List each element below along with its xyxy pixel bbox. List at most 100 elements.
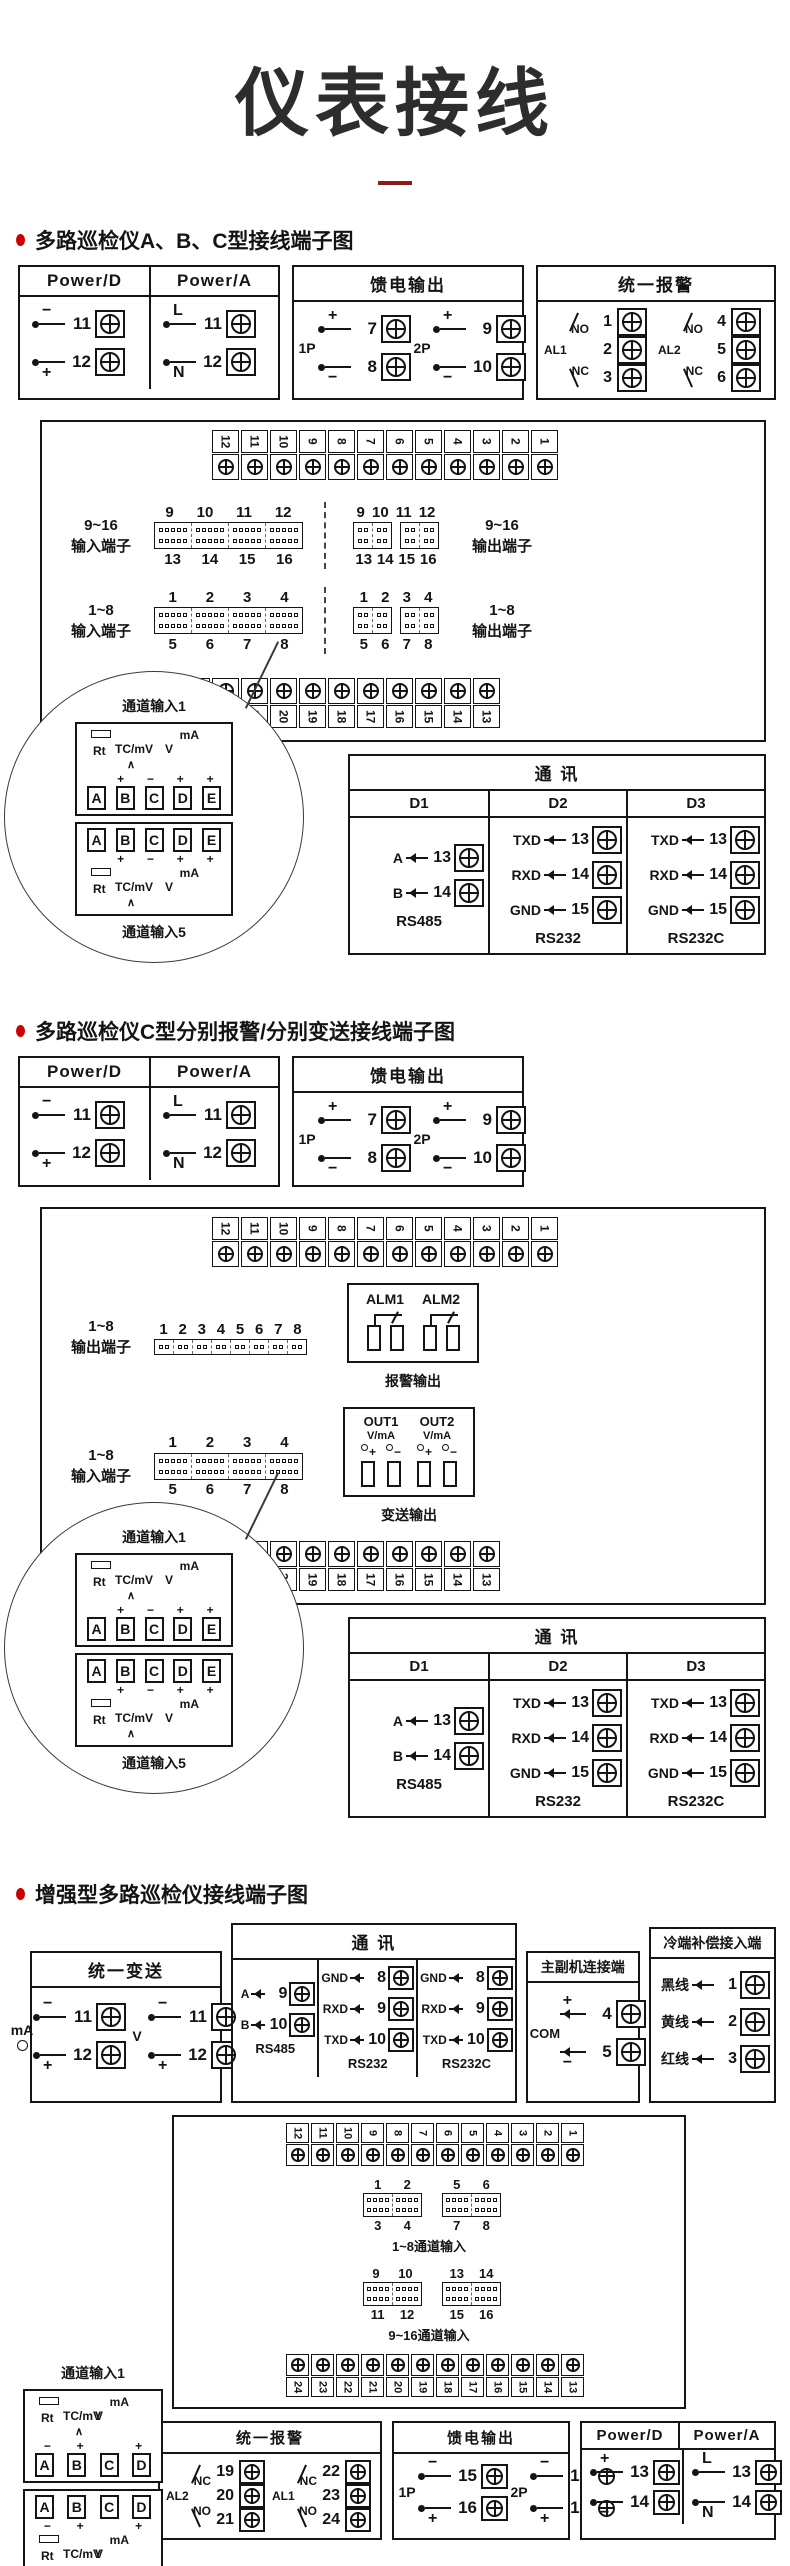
strip-terminal: 18 — [328, 1541, 355, 1591]
wire-dot — [418, 2472, 425, 2480]
terminal-row: 24 — [318, 2508, 371, 2532]
terminal-row: −10 — [433, 1141, 526, 1177]
strip-terminal: 6 — [436, 2123, 459, 2166]
strip-terminal: 8 — [386, 2123, 409, 2166]
arrow-left-icon — [251, 2019, 266, 2030]
terminal-row: 21 — [212, 2508, 265, 2532]
screw-terminal-icon — [246, 459, 263, 475]
screw-terminal-icon — [735, 1693, 755, 1713]
terminal-clamp — [617, 308, 647, 336]
terminal-row: −15 — [418, 2454, 508, 2490]
terminal-clamp — [502, 454, 529, 480]
wire-line: N — [699, 2501, 725, 2521]
screw-terminal-icon — [315, 2148, 330, 2162]
wire-arrow-line: + — [559, 1992, 586, 2019]
terminal-clamp — [381, 353, 411, 381]
strip-terminal: 15 — [415, 1541, 442, 1591]
terminal-clamp — [239, 2460, 265, 2484]
wire-dot — [318, 325, 325, 333]
screw-terminal-icon — [736, 368, 756, 388]
wire-dot — [590, 2468, 597, 2476]
strip-terminal: 13 — [561, 2354, 584, 2397]
strip-terminal: 14 — [444, 1541, 471, 1591]
screw-terminal-icon — [501, 1110, 521, 1130]
strip-terminal: 19 — [299, 678, 326, 728]
screw-terminal-icon — [393, 1970, 410, 1986]
terminal-clamp — [454, 878, 484, 907]
screw-terminal-icon — [459, 847, 479, 868]
terminal-clamp — [730, 1689, 760, 1717]
channel-terminal: C — [144, 828, 164, 852]
unified-alarm-title: 统一报警 — [538, 267, 774, 302]
wire-line: + — [597, 2450, 623, 2473]
arrow-left-icon — [544, 1768, 566, 1778]
screw-terminal-icon — [362, 1246, 379, 1262]
screw-terminal-icon — [478, 1546, 495, 1562]
terminal-clamp — [755, 2489, 782, 2515]
screw-terminal-icon — [478, 459, 495, 475]
thermocouple-junction-icon: ∧ — [127, 1590, 136, 1602]
terminal-clamp — [328, 454, 355, 480]
terminal-clamp — [96, 2003, 126, 2031]
screw-terminal-icon — [365, 2358, 380, 2372]
strip-terminal: 6 — [386, 430, 413, 480]
channel-terminal: D — [173, 786, 193, 810]
terminal-clamp — [561, 2144, 584, 2166]
terminal-clamp — [496, 1144, 526, 1172]
screw-terminal-icon — [386, 1110, 406, 1130]
terminal-clamp — [381, 1144, 411, 1172]
terminal-clamp — [270, 1241, 297, 1267]
terminal-clamp — [561, 2354, 584, 2376]
terminal-row: +4 — [559, 1992, 646, 2031]
screw-terminal-icon — [597, 1763, 617, 1783]
feed-group-1p: 1P −15 +16 — [396, 2454, 508, 2527]
arrow-left-icon — [544, 1733, 566, 1743]
screw-terminal-icon — [465, 2358, 480, 2372]
strip-terminal: 24 — [286, 2354, 309, 2397]
terminal-clamp — [95, 348, 125, 376]
screw-terminal-icon — [565, 2358, 580, 2372]
terminal-clamp — [211, 2041, 241, 2069]
screw-terminal-icon — [760, 2463, 777, 2481]
screw-terminal-icon — [449, 1546, 466, 1562]
screw-terminal-icon — [415, 2148, 430, 2162]
strip-terminal: 11 — [311, 2123, 334, 2166]
terminal-clamp — [755, 2459, 782, 2485]
screw-terminal-icon — [658, 2493, 675, 2511]
feed-group-2p: 2P +9 −10 — [411, 1098, 526, 1177]
strip-terminal: 15 — [511, 2354, 534, 2397]
strip-terminal: 12 — [212, 1217, 239, 1267]
terminal-clamp — [740, 2045, 770, 2073]
terminal-clamp — [592, 826, 622, 854]
terminal-clamp — [270, 454, 297, 480]
terminal-clamp — [536, 2354, 559, 2376]
screw-terminal-icon — [565, 2148, 580, 2162]
bullet-icon — [16, 234, 25, 246]
feed-group-2p: 2P +9 −10 — [411, 307, 526, 386]
terminal-clamp — [502, 1241, 529, 1267]
feed-group-1p: 1P +7 −8 — [296, 1098, 411, 1177]
terminal-clamp — [336, 2144, 359, 2166]
wire-line: L — [170, 302, 196, 325]
strip-terminal: 9 — [299, 430, 326, 480]
screw-terminal-icon — [501, 319, 521, 339]
strip-terminal: 16 — [386, 1541, 413, 1591]
terminal-clamp — [361, 2354, 384, 2376]
arrow-left-icon — [544, 905, 566, 915]
relay-terminal — [443, 1461, 457, 1487]
